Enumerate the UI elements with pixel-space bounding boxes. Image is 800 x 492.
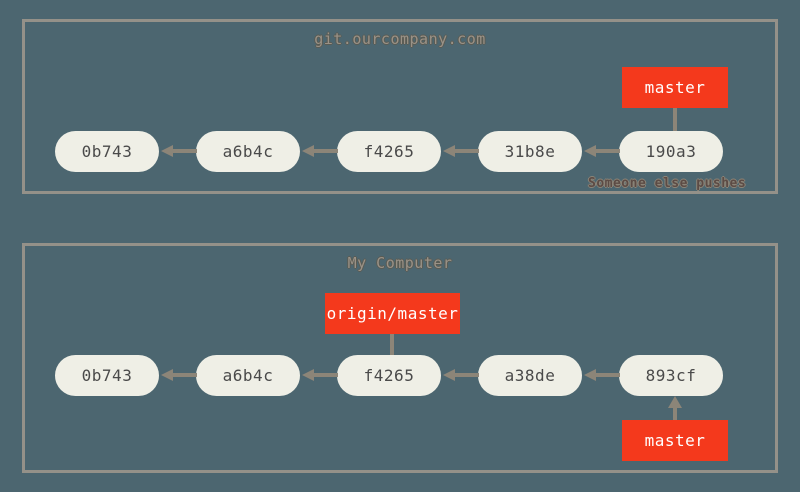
arrow-local-2-to-1 xyxy=(302,369,338,381)
commit-node-local-2[interactable]: f4265 xyxy=(337,355,441,396)
arrow-remote-1-to-0 xyxy=(161,145,197,157)
arrow-remote-2-to-1 xyxy=(302,145,338,157)
commit-node-remote-0[interactable]: 0b743 xyxy=(55,131,159,172)
arrow-head xyxy=(443,145,455,157)
arrow-shaft xyxy=(452,149,479,153)
arrow-head xyxy=(584,145,596,157)
arrow-shaft xyxy=(673,108,677,134)
arrow-local-1-to-0 xyxy=(161,369,197,381)
branch-label-master-remote[interactable]: master xyxy=(622,67,728,108)
arrow-head xyxy=(668,396,682,408)
arrow-head xyxy=(443,369,455,381)
arrow-shaft xyxy=(593,373,620,377)
arrow-head xyxy=(302,145,314,157)
arrow-head xyxy=(584,369,596,381)
panel-remote-title: git.ourcompany.com xyxy=(314,30,486,48)
commit-node-local-4[interactable]: 893cf xyxy=(619,355,723,396)
arrow-shaft xyxy=(390,334,394,360)
arrow-shaft xyxy=(311,373,338,377)
commit-node-remote-3[interactable]: 31b8e xyxy=(478,131,582,172)
panel-local-title: My Computer xyxy=(347,254,453,272)
commit-node-remote-2[interactable]: f4265 xyxy=(337,131,441,172)
arrow-shaft xyxy=(593,149,620,153)
commit-node-remote-1[interactable]: a6b4c xyxy=(196,131,300,172)
arrow-head xyxy=(161,145,173,157)
arrow-shaft xyxy=(170,373,197,377)
arrow-shaft xyxy=(452,373,479,377)
arrow-local-4-to-3 xyxy=(584,369,620,381)
branch-label-origin-master[interactable]: origin/master xyxy=(325,293,460,334)
branch-label-master-local[interactable]: master xyxy=(622,420,728,461)
arrow-shaft xyxy=(170,149,197,153)
commit-node-local-1[interactable]: a6b4c xyxy=(196,355,300,396)
commit-node-remote-4[interactable]: 190a3 xyxy=(619,131,723,172)
arrow-master-local-to-893cf xyxy=(668,396,682,432)
commit-node-local-0[interactable]: 0b743 xyxy=(55,355,159,396)
arrow-local-3-to-2 xyxy=(443,369,479,381)
arrow-head xyxy=(302,369,314,381)
arrow-remote-4-to-3 xyxy=(584,145,620,157)
panel-remote-repository: git.ourcompany.com xyxy=(22,19,778,194)
commit-node-local-3[interactable]: a38de xyxy=(478,355,582,396)
arrow-shaft xyxy=(673,406,677,432)
arrow-remote-3-to-2 xyxy=(443,145,479,157)
panel-local-repository: My Computer xyxy=(22,243,778,473)
arrow-shaft xyxy=(311,149,338,153)
arrow-head xyxy=(161,369,173,381)
annotation-someone-else-pushes: Someone else pushes xyxy=(588,176,747,191)
